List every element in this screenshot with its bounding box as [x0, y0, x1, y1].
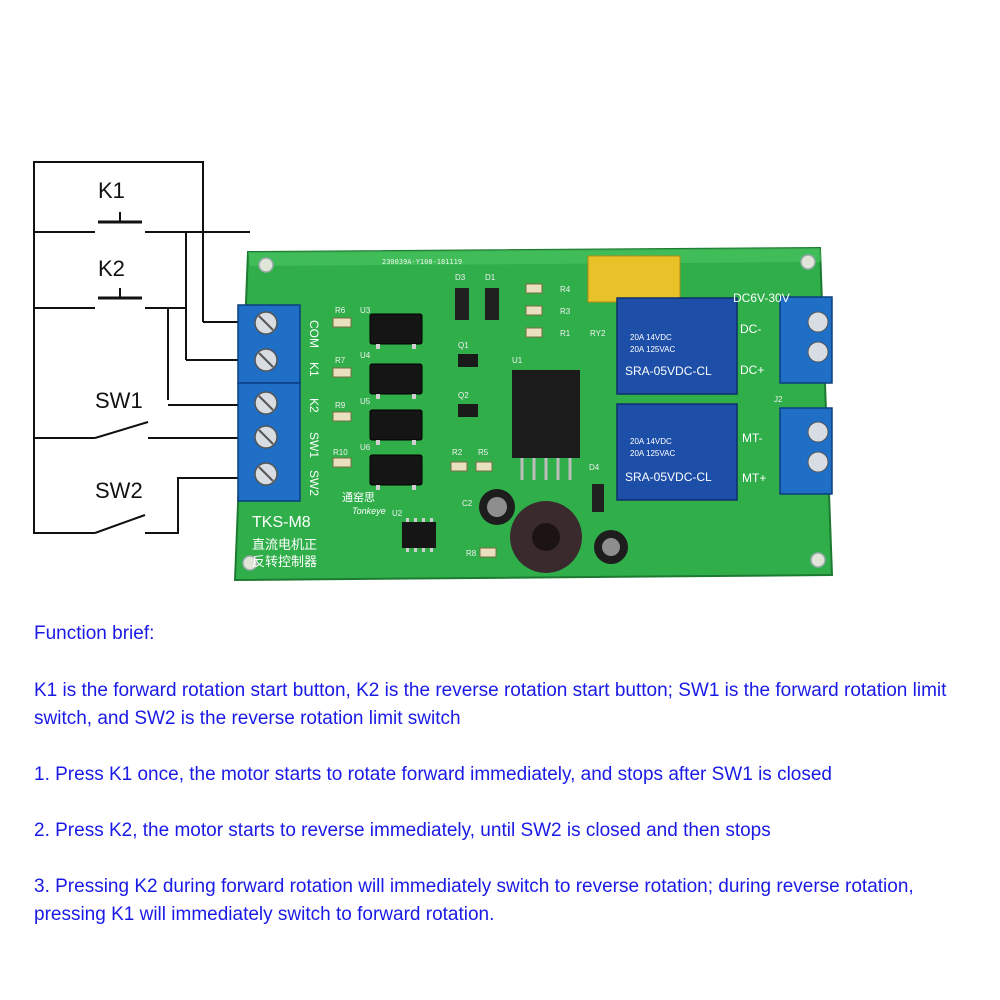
label-u6: U6	[360, 443, 371, 452]
relay-1: 20A 14VDC 20A 125VAC SRA-05VDC-CL	[616, 297, 738, 395]
motor-terminal-block	[779, 407, 833, 495]
diodes	[455, 288, 604, 512]
label-u1: U1	[512, 356, 523, 365]
sw1-label: SW1	[95, 388, 143, 413]
relay2-model: SRA-05VDC-CL	[625, 470, 712, 484]
relay1-model: SRA-05VDC-CL	[625, 364, 712, 378]
label-r8: R8	[466, 549, 477, 558]
relay-2: 20A 14VDC 20A 125VAC SRA-05VDC-CL	[616, 403, 738, 501]
function-brief-heading: Function brief:	[34, 623, 155, 644]
label-d1: D1	[485, 273, 496, 282]
board-chinese-line1: 直流电机正	[252, 537, 317, 552]
label-u3: U3	[360, 306, 371, 315]
label-r1: R1	[560, 329, 571, 338]
power-range-label: DC6V-30V	[733, 291, 790, 305]
brand-english: Tonkeye	[352, 506, 386, 516]
board-chinese-line2: 反转控制器	[252, 554, 317, 569]
transistors	[458, 354, 478, 417]
electrolytic-capacitors	[479, 489, 628, 564]
label-r7: R7	[335, 356, 346, 365]
relay2-spec2: 20A 125VAC	[630, 449, 675, 458]
board-wiring-figure: K1 K2 SW1 SW2 230039A-Y108-181119 COM K1…	[33, 161, 834, 582]
x-capacitor	[587, 255, 681, 303]
label-d3: D3	[455, 273, 466, 282]
label-r9: R9	[335, 401, 346, 410]
inductor	[510, 501, 582, 573]
pin-com-label: COM	[307, 320, 321, 348]
pin-sw1-label: SW1	[307, 432, 321, 458]
pin-k1-label: K1	[307, 362, 321, 377]
dc-minus-label: DC-	[740, 322, 761, 336]
optocoupler-chips	[369, 313, 423, 486]
small-resistors	[332, 283, 543, 558]
k1-button-symbol	[98, 212, 142, 224]
label-q1: Q1	[458, 341, 469, 350]
label-r2: R2	[452, 448, 463, 457]
label-r3: R3	[560, 307, 571, 316]
label-r6: R6	[335, 306, 346, 315]
power-labels: DC6V-30V DC- DC+ MT- MT+	[733, 291, 790, 485]
label-q2: Q2	[458, 391, 469, 400]
board-model: TKS-M8	[252, 514, 311, 531]
power-terminal-block	[779, 296, 833, 384]
label-u2: U2	[392, 509, 403, 518]
label-r5: R5	[478, 448, 489, 457]
input-terminal-block	[237, 304, 301, 502]
relay2-spec1: 20A 14VDC	[630, 437, 672, 446]
pin-k2-label: K2	[307, 398, 321, 413]
function-description: K1 is the forward rotation start button,…	[34, 680, 947, 729]
pin-labels: COM K1 K2 SW1 SW2	[307, 320, 321, 496]
brand-chinese: 通窑思	[342, 490, 375, 504]
board-serial: 230039A-Y108-181119	[382, 258, 462, 266]
component-designators: R6 U3 R7 U4 R9 U5 R10 U6 D3 D1 R4 R3 R1 …	[333, 273, 783, 558]
label-j2: J2	[774, 395, 783, 404]
label-u5: U5	[360, 397, 371, 406]
relay1-spec2: 20A 125VAC	[630, 345, 675, 354]
k1-label: K1	[98, 178, 125, 203]
sw2-label: SW2	[95, 478, 143, 503]
dc-plus-label: DC+	[740, 363, 764, 377]
regulator-u1	[512, 370, 580, 480]
label-c2: C2	[462, 499, 473, 508]
opto-pins	[376, 344, 416, 490]
step-2-text: 2. Press K2, the motor starts to reverse…	[34, 820, 771, 841]
step-3-text: 3. Pressing K2 during forward rotation w…	[34, 876, 914, 925]
mt-plus-label: MT+	[742, 471, 766, 485]
pin-sw2-label: SW2	[307, 470, 321, 496]
label-r4: R4	[560, 285, 571, 294]
mt-minus-label: MT-	[742, 431, 763, 445]
step-1-text: 1. Press K1 once, the motor starts to ro…	[34, 764, 832, 785]
label-u4: U4	[360, 351, 371, 360]
relay1-spec1: 20A 14VDC	[630, 333, 672, 342]
label-ry2: RY2	[590, 329, 606, 338]
k2-label: K2	[98, 256, 125, 281]
label-d4: D4	[589, 463, 600, 472]
label-r10: R10	[333, 448, 348, 457]
timer-chip-u2	[402, 518, 436, 552]
k2-button-symbol	[98, 288, 142, 300]
